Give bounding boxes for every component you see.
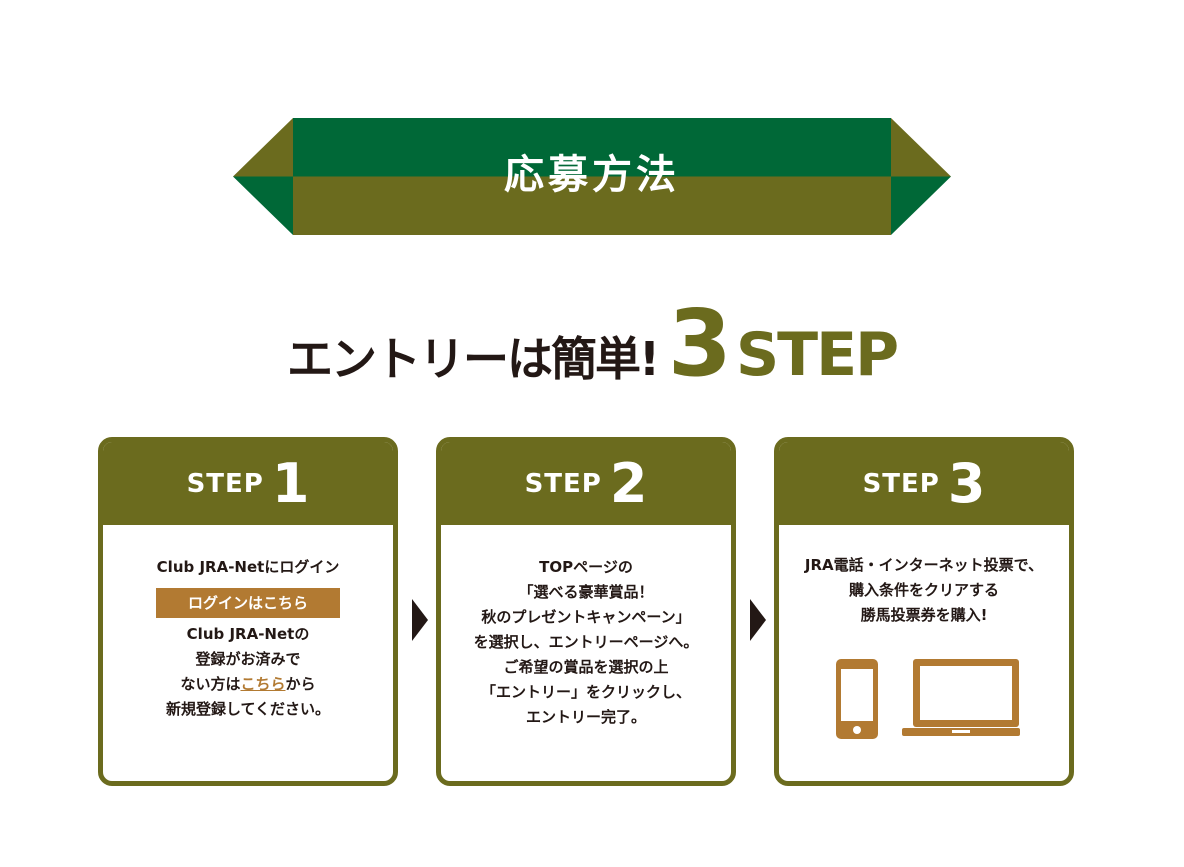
step-text: Club JRA-Netにログイン (156, 558, 340, 576)
step-label: STEP (524, 468, 602, 499)
section-banner: 応募方法 (233, 118, 951, 235)
headline-text: エントリーは簡単! (286, 332, 660, 386)
step-text: エントリー完了。 (525, 708, 646, 726)
step-text: を選択し、エントリーページへ。 (473, 633, 699, 651)
step-label: STEP (862, 468, 940, 499)
step-text: 勝馬投票券を購入! (860, 606, 988, 624)
arrow-right-icon (750, 599, 766, 641)
step-card-3: STEP 3 JRA電話・インターネット投票で、 購入条件をクリアする 勝馬投票… (774, 437, 1074, 786)
step-text: TOPページの (539, 558, 633, 576)
banner-shape (233, 118, 951, 235)
headline-number: 3 (667, 290, 732, 397)
step-header: STEP 1 (103, 442, 393, 525)
step-body: JRA電話・インターネット投票で、 購入条件をクリアする 勝馬投票券を購入! (779, 525, 1069, 628)
step-text: ない方はこちらから (103, 672, 393, 697)
step-card-2: STEP 2 TOPページの 「選べる豪華賞品！ 秋のプレゼントキャンペーン」 … (436, 437, 736, 786)
step-header: STEP 2 (441, 442, 731, 525)
step-number: 2 (609, 452, 648, 515)
arrow-right-icon (412, 599, 428, 641)
headline-step-word: STEP (735, 320, 899, 390)
banner-title: 応募方法 (504, 152, 680, 198)
laptop-icon (902, 659, 1020, 736)
step-label: STEP (186, 468, 264, 499)
step-text: 登録がお済みで (195, 650, 301, 668)
step-text: 「選べる豪華賞品！ (518, 583, 654, 601)
step-body: Club JRA-Netにログイン ログインはこちら Club JRA-Netの… (103, 525, 393, 722)
step-number: 1 (271, 452, 310, 515)
step-text: ご希望の賞品を選択の上 (503, 658, 669, 676)
smartphone-icon (836, 659, 878, 739)
step-text: JRA電話・インターネット投票で、 (804, 556, 1044, 574)
step-header: STEP 3 (779, 442, 1069, 525)
register-link[interactable]: こちら (240, 675, 286, 693)
step-text: Club JRA-Netの (186, 625, 310, 643)
step-card-1: STEP 1 Club JRA-Netにログイン ログインはこちら Club J… (98, 437, 398, 786)
step-body: TOPページの 「選べる豪華賞品！ 秋のプレゼントキャンペーン」 を選択し、エン… (441, 525, 731, 730)
step-text: 秋のプレゼントキャンペーン」 (481, 608, 691, 626)
step-text-suffix: から (285, 675, 316, 693)
step-text: 購入条件をクリアする (848, 581, 999, 599)
step-text: 「エントリー」をクリックし、 (480, 683, 691, 701)
step-number: 3 (947, 452, 986, 515)
login-button[interactable]: ログインはこちら (156, 588, 340, 618)
step-text: 新規登録してください。 (165, 700, 331, 718)
devices-illustration (836, 659, 1020, 739)
step-text-prefix: ない方は (180, 675, 241, 693)
